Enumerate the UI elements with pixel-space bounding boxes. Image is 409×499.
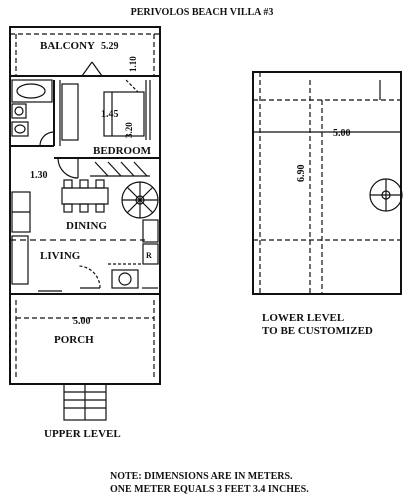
room-label-bedroom: BEDROOM bbox=[93, 145, 152, 157]
lower-level-note-line1: LOWER LEVEL bbox=[262, 312, 345, 324]
room-label-balcony: BALCONY bbox=[40, 40, 95, 52]
dim-entry-width: 1.30 bbox=[30, 170, 48, 181]
dim-balcony-depth: 1.10 bbox=[128, 56, 138, 72]
dim-bedroom-depth: 3.20 bbox=[124, 122, 134, 138]
lower-level-outline bbox=[252, 71, 402, 295]
dim-porch-width: 5.00 bbox=[73, 316, 91, 327]
dim-lower-depth: 6.90 bbox=[296, 165, 307, 183]
room-mark-r: R bbox=[146, 251, 152, 260]
upper-level-caption: UPPER LEVEL bbox=[44, 428, 121, 440]
room-label-dining: DINING bbox=[66, 220, 107, 232]
dim-balcony-width: 5.29 bbox=[101, 41, 119, 52]
footnote-line1: NOTE: DIMENSIONS ARE IN METERS. bbox=[110, 471, 293, 482]
plan-title: PERIVOLOS BEACH VILLA #3 bbox=[131, 7, 274, 18]
dim-lower-width: 5.00 bbox=[333, 128, 351, 139]
room-label-porch: PORCH bbox=[54, 334, 94, 346]
room-label-living: LIVING bbox=[40, 250, 81, 262]
dim-bath-width: 1.45 bbox=[101, 109, 119, 120]
footnote-line2: ONE METER EQUALS 3 FEET 3.4 INCHES. bbox=[110, 484, 309, 495]
lower-level-note-line2: TO BE CUSTOMIZED bbox=[262, 325, 373, 337]
